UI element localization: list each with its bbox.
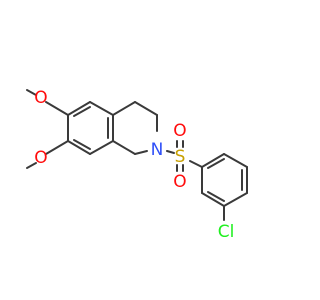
methoxy-oxygen-bottom-label: O <box>34 148 47 168</box>
bonds <box>26 89 248 221</box>
sulfur-label: S <box>175 147 186 167</box>
methoxy-oxygen-top-label: O <box>34 88 47 108</box>
bond-n-s <box>166 150 175 154</box>
bond-o-bottom-methyl <box>26 162 37 169</box>
sulfonyl-oxygen-top-label: O <box>173 121 186 141</box>
nitrogen-label: N <box>151 140 164 160</box>
bond-ring-b2 <box>134 101 158 116</box>
bond-ring-a1-double <box>73 106 91 117</box>
bond-ring-b1 <box>112 101 136 116</box>
bond-ring-o-bottom <box>45 140 69 155</box>
bond-ring-a5-double <box>73 139 91 150</box>
chlorine-label: Cl <box>218 222 235 242</box>
bond-ph-5 <box>201 192 225 207</box>
bond-ring-a2 <box>89 101 114 116</box>
structure-diagram: O O N S O O Cl <box>26 88 248 242</box>
bond-ring-b4 <box>134 150 148 155</box>
atom-labels: O O N S O O Cl <box>34 88 234 242</box>
bond-ph-5-double <box>207 191 225 202</box>
bond-ring-a5 <box>67 140 91 155</box>
bond-ph-4 <box>223 192 248 207</box>
bond-o-top-ring <box>45 101 69 116</box>
bond-methyl-o-top <box>26 89 37 96</box>
bond-s-phenyl <box>189 160 203 168</box>
bond-ring-b5 <box>112 140 136 155</box>
bond-ring-a4 <box>89 140 114 155</box>
bond-ring-a1 <box>67 101 91 116</box>
bond-ph-2 <box>223 153 248 168</box>
bond-ph-1-double <box>207 158 225 169</box>
sulfonyl-oxygen-bottom-label: O <box>173 172 186 192</box>
bond-ph-1 <box>201 153 225 168</box>
